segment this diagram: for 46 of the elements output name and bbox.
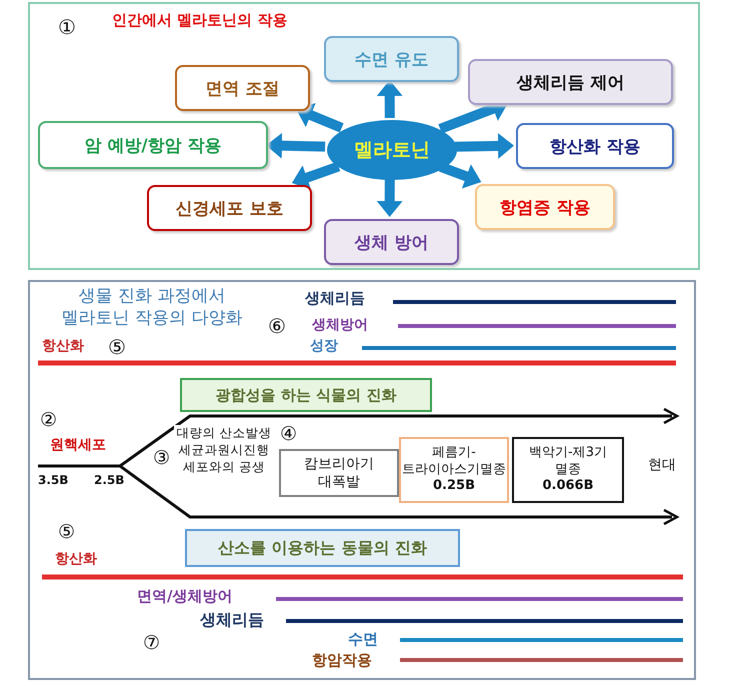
callout-number: ③ [153, 448, 170, 469]
effect-box: 항염증 작용 [475, 184, 615, 230]
evolution-banner: 산소를 이용하는 동물의 진화 [185, 529, 460, 567]
panel-title: 인간에서 멜라토닌의 작용 [112, 12, 288, 28]
bar-label: 생체리듬 [305, 290, 365, 306]
callout-number: ① [58, 16, 76, 38]
effect-box: 면역 조절 [175, 65, 310, 111]
bar-label: 성장 [310, 339, 338, 354]
arrow [376, 178, 403, 218]
time-label: 2.5B [94, 474, 124, 488]
bar-label: 항암작용 [312, 652, 372, 668]
bar-label: 항산화 [42, 339, 84, 354]
arrow [376, 80, 403, 118]
event-box: 백악기-제3기 멸종 0.066B [512, 437, 624, 503]
arrow [454, 132, 514, 159]
callout-number: ⑤ [108, 336, 126, 358]
effect-box: 신경세포 보호 [147, 185, 312, 231]
panel-title: 생물 진화 과정에서 멜라토닌 작용의 다양화 [60, 285, 244, 330]
time-label: 현대 [648, 458, 676, 474]
effect-box: 생체 방어 [324, 219, 459, 265]
event-box: 페름기-트라이아스기멸종 0.25B [399, 437, 509, 503]
bar-label: 생체방어 [312, 318, 368, 334]
panel [28, 2, 700, 270]
bar-label: 면역/생체방어 [137, 588, 232, 604]
arrow [438, 162, 484, 189]
effect-box: 암 예방/항암 작용 [38, 121, 268, 169]
callout-number: ② [40, 410, 58, 431]
bar-label: 수면 [348, 631, 378, 648]
bar-label: 항산화 [55, 552, 97, 568]
event-box: 캄브리아기 대폭발 [279, 449, 399, 497]
arrow [290, 162, 340, 190]
callout-number: ⑦ [143, 633, 160, 654]
bar-label: 원핵세포 [50, 438, 106, 454]
center-ellipse: 멜라토닌 [327, 120, 457, 180]
callout-number: ⑤ [58, 522, 76, 543]
bar-label: 생체리듬 [200, 611, 264, 629]
arrow [266, 132, 326, 159]
time-label: 3.5B [38, 474, 68, 488]
panel [28, 280, 696, 680]
arrow [294, 103, 344, 133]
callout-number: ④ [280, 424, 298, 445]
effect-box: 항산화 작용 [516, 123, 674, 169]
callout-number: ⑥ [268, 315, 286, 337]
evolution-banner: 광합성을 하는 식물의 진화 [180, 378, 432, 412]
effect-box: 생체리듬 제어 [468, 59, 673, 105]
effect-box: 수면 유도 [324, 36, 459, 82]
